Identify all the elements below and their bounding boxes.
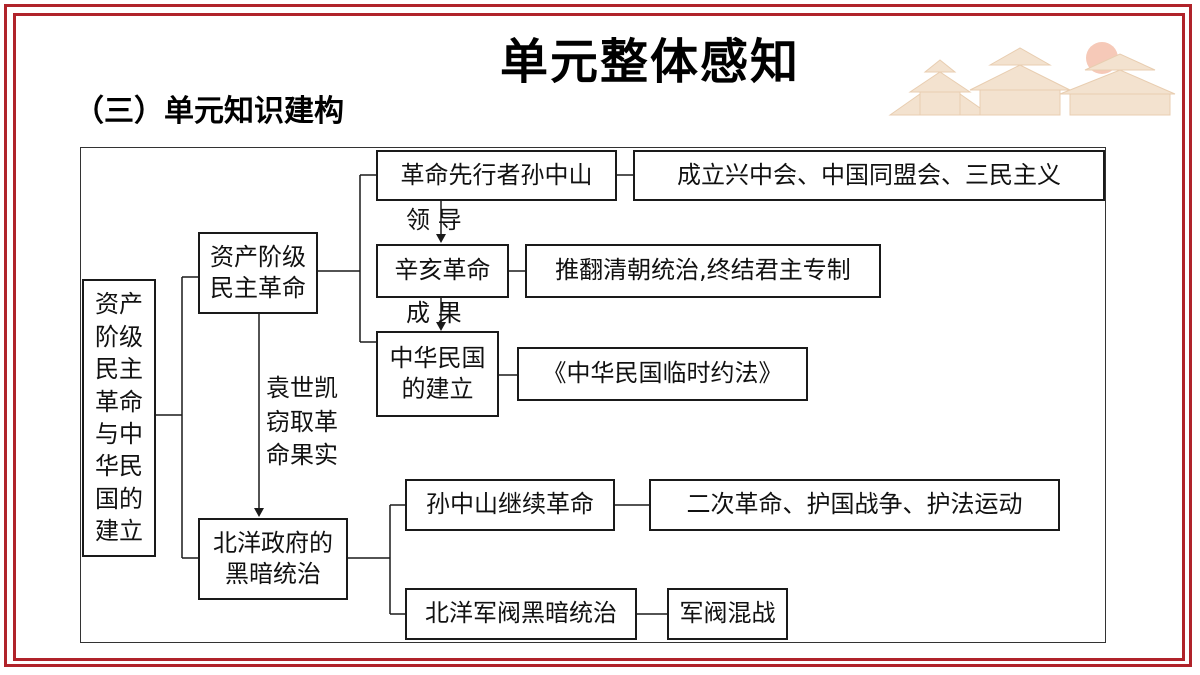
pagoda-skyline-icon [888, 42, 1176, 116]
slide-inner-frame [13, 13, 1185, 661]
detail-sun-yatsen: 成立兴中会、中国同盟会、三民主义 [633, 150, 1105, 201]
detail-roc-text: 《中华民国临时约法》 [542, 359, 783, 388]
detail-continue-text: 二次革命、护国战争、护法运动 [686, 490, 1023, 519]
diagram-frame [80, 147, 1106, 643]
transition-label: 袁世凯窃取革命果实 [266, 374, 338, 470]
detail-warlord-text: 军阀混战 [679, 599, 776, 628]
item-xinhai-revolution: 辛亥革命 [376, 244, 509, 298]
slide-outer-frame [4, 4, 1192, 667]
item-xinhai-label: 辛亥革命 [394, 256, 491, 285]
detail-continue-revolution: 二次革命、护国战争、护法运动 [649, 479, 1060, 531]
root-label: 资产阶级民主革命与中华民国的建立 [95, 290, 143, 546]
branch1-label: 资产阶级民主革命 [210, 242, 306, 302]
detail-roc: 《中华民国临时约法》 [517, 347, 808, 401]
detail-sun-yatsen-text: 成立兴中会、中国同盟会、三民主义 [677, 160, 1061, 189]
item-continue-label: 孙中山继续革命 [426, 490, 594, 519]
link-lead: 领 导 [406, 206, 462, 234]
item-roc-founding: 中华民国的建立 [376, 331, 499, 417]
branch2-label: 北洋政府的黑暗统治 [213, 528, 333, 588]
item-continue-revolution: 孙中山继续革命 [405, 479, 615, 531]
item-sun-yatsen-label: 革命先行者孙中山 [400, 160, 593, 189]
item-sun-yatsen: 革命先行者孙中山 [376, 150, 617, 201]
root-box: 资产阶级民主革命与中华民国的建立 [82, 279, 156, 557]
detail-xinhai: 推翻清朝统治,终结君主专制 [525, 244, 881, 298]
detail-warlord: 军阀混战 [667, 588, 788, 640]
item-warlord-label: 北洋军阀黑暗统治 [425, 599, 617, 628]
item-warlord-rule: 北洋军阀黑暗统治 [405, 588, 637, 640]
item-roc-label: 中华民国的建立 [389, 343, 486, 403]
detail-xinhai-text: 推翻清朝统治,终结君主专制 [555, 256, 851, 285]
branch-bourgeois-revolution: 资产阶级民主革命 [198, 232, 318, 314]
section-subtitle: （三）单元知识建构 [74, 94, 344, 129]
link-result: 成 果 [406, 299, 462, 327]
slide-title: 单元整体感知 [500, 34, 801, 90]
branch-beiyang-government: 北洋政府的黑暗统治 [198, 518, 348, 600]
